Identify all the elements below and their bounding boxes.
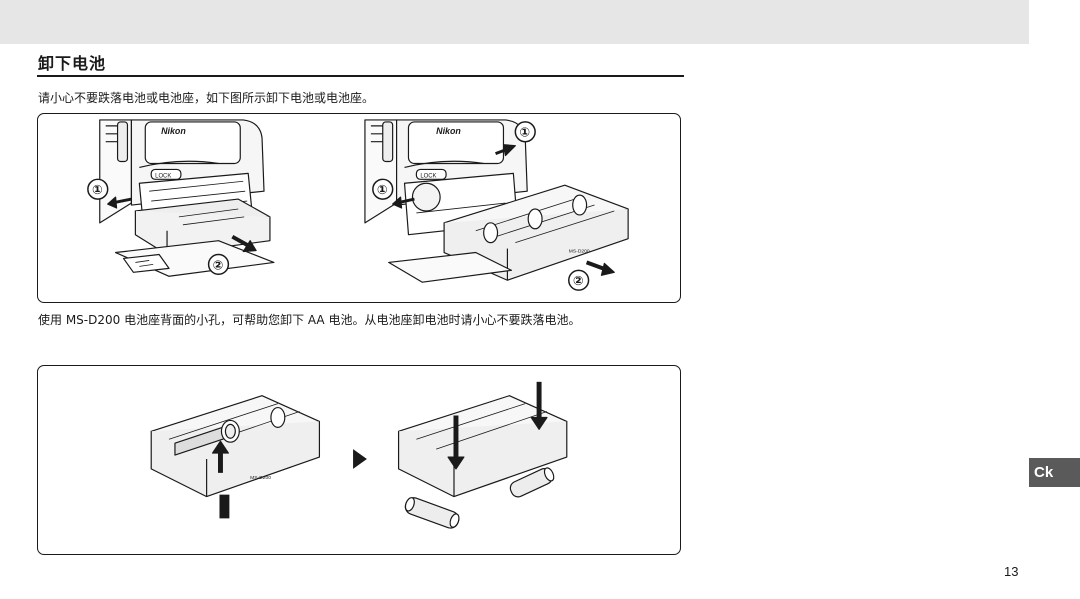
lock-label: LOCK	[420, 173, 436, 179]
next-step-arrow-icon	[353, 449, 367, 469]
step1-label: ①	[92, 183, 103, 198]
holder-model-label: MS-D200	[250, 475, 271, 481]
step1-label: ①	[377, 183, 388, 198]
header-band	[0, 0, 1029, 44]
step2-label: ②	[573, 274, 584, 289]
lock-label: LOCK	[155, 173, 171, 179]
section-title: 卸下电池	[38, 54, 107, 73]
intro-paragraph: 请小心不要跌落电池或电池座，如下图所示卸下电池或电池座。	[38, 91, 375, 105]
step1-top-label: ①	[519, 126, 530, 141]
aa-battery-removal-figure: MS-D200	[37, 365, 681, 555]
holder-push-battery-illustration: MS-D200	[150, 395, 321, 519]
aa-instructions-paragraph: 使用 MS-D200 电池座背面的小孔，可帮助您卸下 AA 电池。从电池座卸电池…	[38, 313, 581, 327]
language-tab: Ck	[1029, 458, 1080, 487]
page-number: 13	[1004, 564, 1019, 579]
camera-holder-slide-out-illustration: Nikon LOCK MS-D200 ① ①	[364, 119, 629, 291]
holder-model-label: MS-D200	[569, 249, 590, 255]
step2-label: ②	[213, 258, 224, 273]
title-rule	[37, 75, 684, 77]
holder-batteries-removed-illustration	[397, 381, 568, 529]
camera-brand-text: Nikon	[436, 126, 461, 136]
camera-brand-text: Nikon	[161, 126, 186, 136]
battery-removal-figure: Nikon LOCK ① ②	[37, 113, 681, 303]
camera-battery-slide-out-illustration: Nikon LOCK ① ②	[87, 119, 275, 277]
